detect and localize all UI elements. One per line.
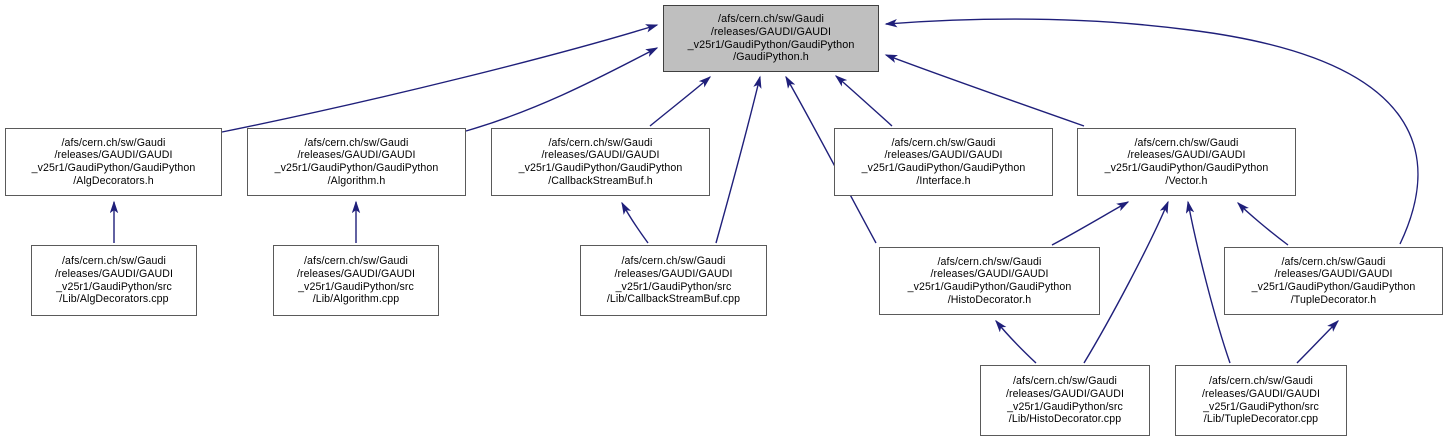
node-label-histodecorator-cpp: /afs/cern.ch/sw/Gaudi /releases/GAUDI/GA… [1005,375,1125,426]
node-label-algdecorators-cpp: /afs/cern.ch/sw/Gaudi /releases/GAUDI/GA… [54,255,174,306]
node-label-algdecorators-h: /afs/cern.ch/sw/Gaudi /releases/GAUDI/GA… [31,136,196,187]
edge-interface-h-to-gaudipython-h [834,75,893,127]
node-histodecorator-h[interactable]: /afs/cern.ch/sw/Gaudi /releases/GAUDI/GA… [879,247,1100,315]
node-label-callbackstreambuf-h: /afs/cern.ch/sw/Gaudi /releases/GAUDI/GA… [518,136,683,187]
node-label-algorithm-h: /afs/cern.ch/sw/Gaudi /releases/GAUDI/GA… [274,136,439,187]
node-interface-h[interactable]: /afs/cern.ch/sw/Gaudi /releases/GAUDI/GA… [834,128,1053,196]
edge-vector-h-to-gaudipython-h [884,54,1085,127]
edge-tupledecorator-h-to-vector-h [1237,202,1289,246]
node-callbackstreambuf-cpp[interactable]: /afs/cern.ch/sw/Gaudi /releases/GAUDI/GA… [580,245,767,316]
node-algdecorators-h[interactable]: /afs/cern.ch/sw/Gaudi /releases/GAUDI/GA… [5,128,222,196]
node-label-tupledecorator-cpp: /afs/cern.ch/sw/Gaudi /releases/GAUDI/GA… [1201,375,1321,426]
node-label-algorithm-cpp: /afs/cern.ch/sw/Gaudi /releases/GAUDI/GA… [296,255,416,306]
node-label-gaudipython-h: /afs/cern.ch/sw/Gaudi /releases/GAUDI/GA… [687,12,855,64]
edge-callbackstreambuf-cpp-to-callbackstreambuf-h [621,201,649,244]
node-callbackstreambuf-h[interactable]: /afs/cern.ch/sw/Gaudi /releases/GAUDI/GA… [491,128,710,196]
edge-algorithm-h-to-gaudipython-h [465,47,659,132]
edge-tupledecorator-cpp-to-tupledecorator-h [1296,320,1339,364]
node-vector-h[interactable]: /afs/cern.ch/sw/Gaudi /releases/GAUDI/GA… [1077,128,1296,196]
edge-histodecorator-cpp-to-histodecorator-h [995,319,1037,364]
node-tupledecorator-h[interactable]: /afs/cern.ch/sw/Gaudi /releases/GAUDI/GA… [1224,247,1443,315]
edge-histodecorator-h-to-vector-h [1051,201,1130,246]
node-label-vector-h: /afs/cern.ch/sw/Gaudi /releases/GAUDI/GA… [1104,136,1269,187]
node-label-callbackstreambuf-cpp: /afs/cern.ch/sw/Gaudi /releases/GAUDI/GA… [606,255,741,306]
node-label-interface-h: /afs/cern.ch/sw/Gaudi /releases/GAUDI/GA… [861,136,1026,187]
edge-callbackstreambuf-h-to-gaudipython-h [649,76,712,127]
edge-callbackstreambuf-cpp-to-gaudipython-h [715,75,762,244]
node-gaudipython-h[interactable]: /afs/cern.ch/sw/Gaudi /releases/GAUDI/GA… [663,5,879,72]
node-label-histodecorator-h: /afs/cern.ch/sw/Gaudi /releases/GAUDI/GA… [907,255,1072,306]
node-tupledecorator-cpp[interactable]: /afs/cern.ch/sw/Gaudi /releases/GAUDI/GA… [1175,365,1347,436]
node-label-tupledecorator-h: /afs/cern.ch/sw/Gaudi /releases/GAUDI/GA… [1251,255,1416,306]
node-algorithm-cpp[interactable]: /afs/cern.ch/sw/Gaudi /releases/GAUDI/GA… [273,245,439,316]
node-histodecorator-cpp[interactable]: /afs/cern.ch/sw/Gaudi /releases/GAUDI/GA… [980,365,1150,436]
node-algorithm-h[interactable]: /afs/cern.ch/sw/Gaudi /releases/GAUDI/GA… [247,128,466,196]
edge-algdecorators-h-to-gaudipython-h [221,24,659,133]
node-algdecorators-cpp[interactable]: /afs/cern.ch/sw/Gaudi /releases/GAUDI/GA… [31,245,197,316]
